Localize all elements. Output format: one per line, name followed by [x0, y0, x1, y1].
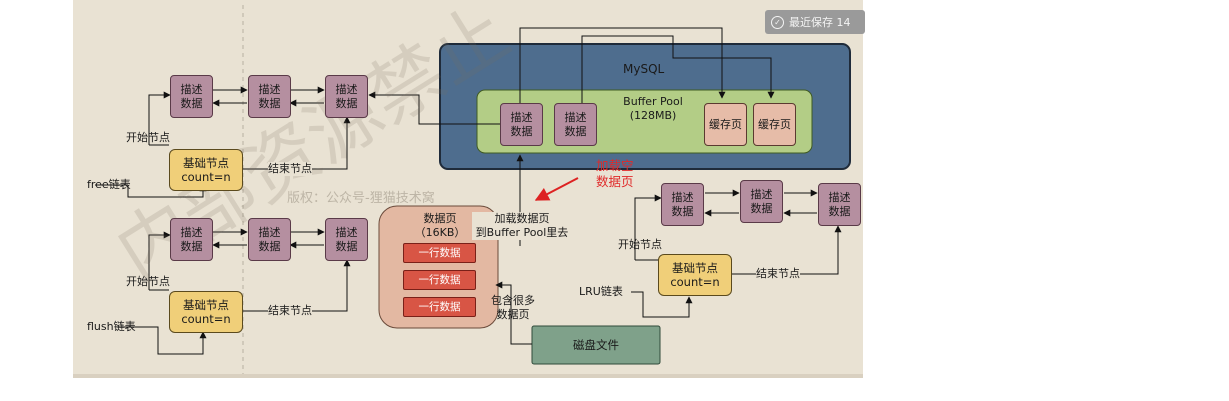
free-start-node-label: 开始节点: [126, 131, 170, 144]
lru-base-node: 基础节点 count=n: [658, 254, 732, 296]
cache-page-2: 缓存页: [753, 103, 796, 146]
flush-desc-node-1: 描述 数据: [170, 218, 213, 261]
row-data-1: 一行数据: [403, 243, 476, 263]
flush-list-label: flush链表: [87, 320, 136, 333]
lru-list-label: LRU链表: [579, 285, 623, 298]
flush-start-node-label: 开始节点: [126, 275, 170, 288]
free-desc-node-1: 描述 数据: [170, 75, 213, 118]
buffer-pool-label: Buffer Pool (128MB): [623, 95, 683, 122]
check-circle-icon: ✓: [771, 15, 784, 29]
free-base-node: 基础节点 count=n: [169, 149, 243, 191]
lru-end-node-label: 结束节点: [756, 267, 800, 281]
mysql-label: MySQL: [623, 62, 665, 76]
disk-file-shape: [531, 325, 661, 365]
lru-desc-node-2: 描述 数据: [740, 180, 783, 223]
last-saved-badge[interactable]: ✓ 最近保存 14: [765, 10, 865, 34]
free-desc-node-3: 描述 数据: [325, 75, 368, 118]
diagram-canvas: 内部资源禁止 MySQL Buffer Pool (128MB) 描述 数据 描…: [73, 0, 863, 378]
pool-desc-node-2: 描述 数据: [554, 103, 597, 146]
free-list-label: free链表: [87, 178, 131, 191]
flush-desc-node-3: 描述 数据: [325, 218, 368, 261]
load-empty-page-annotation: 加载空 数据页: [596, 158, 634, 189]
free-desc-node-2: 描述 数据: [248, 75, 291, 118]
lru-start-node-label: 开始节点: [618, 238, 662, 251]
row-data-3: 一行数据: [403, 297, 476, 317]
row-data-2: 一行数据: [403, 270, 476, 290]
flush-base-node: 基础节点 count=n: [169, 291, 243, 333]
cache-page-1: 缓存页: [704, 103, 747, 146]
last-saved-text: 最近保存 14: [789, 16, 851, 29]
lru-desc-node-1: 描述 数据: [661, 183, 704, 226]
flush-end-node-label: 结束节点: [268, 304, 312, 318]
watermark-copyright: 版权：公众号-狸猫技术窝: [287, 191, 435, 206]
data-page-label: 数据页 （16KB）: [414, 212, 466, 239]
flush-desc-node-2: 描述 数据: [248, 218, 291, 261]
load-to-pool-label: 加载数据页 到Buffer Pool里去: [472, 212, 572, 240]
free-end-node-label: 结束节点: [268, 162, 312, 176]
contains-pages-label: 包含很多 数据页: [491, 294, 535, 321]
pool-desc-node-1: 描述 数据: [500, 103, 543, 146]
lru-desc-node-3: 描述 数据: [818, 183, 861, 226]
disk-file-label: 磁盘文件: [573, 338, 619, 352]
